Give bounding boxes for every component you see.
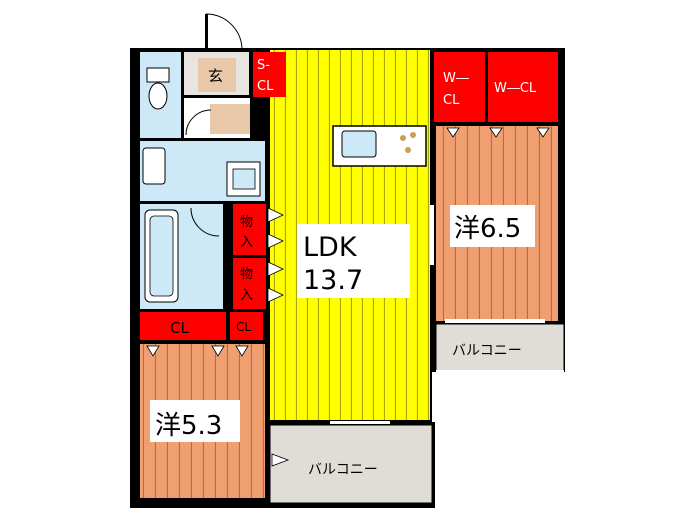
shoe-closet xyxy=(253,52,286,97)
balcony-right xyxy=(435,323,565,373)
walkin-closet-left xyxy=(434,52,485,122)
closet-western2-label: CL xyxy=(170,319,189,337)
ldk-size: 13.7 xyxy=(303,265,363,296)
partition-wall xyxy=(265,340,270,500)
entrance-label: 玄 xyxy=(208,67,223,85)
closet-small xyxy=(230,312,263,340)
storage-upper-label-2: 入 xyxy=(240,235,253,250)
shoe-closet-label-2: CL xyxy=(257,79,274,94)
storage-lower xyxy=(233,258,266,309)
ldk-name: LDK xyxy=(303,232,358,263)
toilet-bowl-icon xyxy=(148,82,168,110)
bathroom-door-swing-icon xyxy=(190,207,220,237)
western2-label-box xyxy=(150,400,240,442)
sliding-door-icon xyxy=(430,205,434,265)
bathtub-inner xyxy=(149,215,174,297)
walkin-closet-left-label-1: W― xyxy=(443,71,469,86)
storage-lower-label-1: 物 xyxy=(240,267,253,282)
kitchen-sink-icon xyxy=(341,130,377,158)
balcony-bottom-right-edge xyxy=(432,422,435,508)
wic-door-marks xyxy=(446,127,550,138)
drain-icon xyxy=(271,453,290,467)
storage-upper xyxy=(233,204,266,255)
toilet-door-swing-icon xyxy=(185,109,212,136)
right-window xyxy=(445,319,545,323)
bottom-window xyxy=(330,421,390,424)
folding-door-icon xyxy=(267,207,284,303)
walkin-closet-right-label: W―CL xyxy=(494,81,537,96)
stove-icon xyxy=(400,132,416,153)
western1-label: 洋6.5 xyxy=(454,214,521,244)
western2-label: 洋5.3 xyxy=(155,411,222,441)
ldk-label-box xyxy=(297,224,410,298)
western1-label-box xyxy=(450,205,535,247)
toilet-tank-icon xyxy=(146,67,170,83)
washing-machine-icon xyxy=(142,147,166,185)
outside-corner xyxy=(432,372,565,508)
balcony-bottom xyxy=(269,424,433,504)
front-door-icon xyxy=(205,14,208,50)
closet-western2 xyxy=(140,312,226,340)
wash-basin-bowl xyxy=(232,168,256,190)
hallway-floor xyxy=(210,104,250,134)
closet-door-marks xyxy=(146,345,249,357)
walkin-closet-right xyxy=(488,52,558,122)
shoe-closet-label-1: S- xyxy=(257,58,270,73)
outside-right xyxy=(565,48,700,525)
walkin-closet-left-label-2: CL xyxy=(443,93,460,108)
entrance-floor xyxy=(198,58,236,92)
front-door-swing-icon xyxy=(205,13,243,51)
closet-small-label: CL xyxy=(236,320,251,334)
storage-lower-label-2: 入 xyxy=(240,288,253,303)
balcony-bottom-label: バルコニー xyxy=(308,462,378,478)
balcony-right-label: バルコニー xyxy=(452,343,522,359)
storage-upper-label-1: 物 xyxy=(240,215,253,230)
